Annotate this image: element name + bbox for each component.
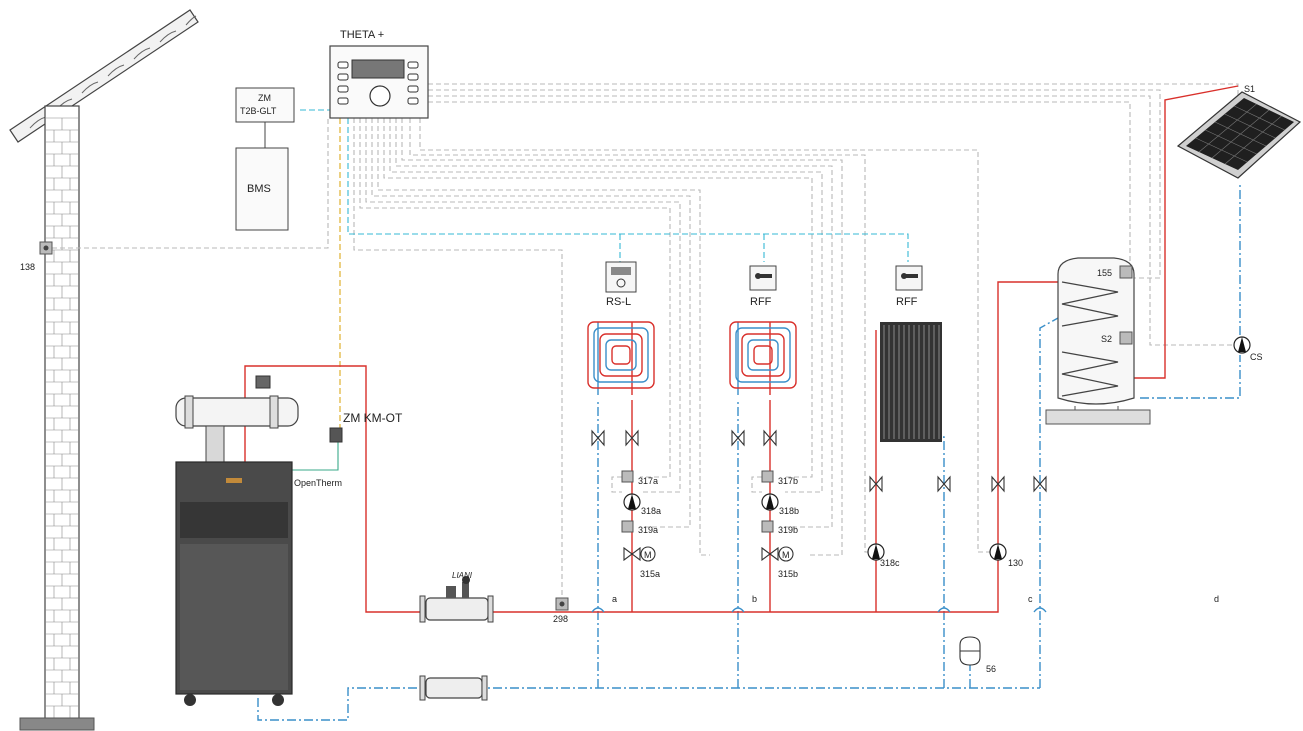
opentherm-link — [292, 442, 339, 471]
expansion-vessel — [959, 636, 981, 666]
sensor-317a-label: 317a — [638, 476, 658, 486]
house-wall — [9, 9, 199, 731]
pumps — [623, 336, 1251, 561]
pump-318a-label: 318a — [641, 506, 661, 516]
pump-318c-label: 318c — [880, 558, 900, 568]
mixer-315b-label: 315b — [778, 569, 798, 579]
expansion-vessel-label: 56 — [986, 664, 996, 674]
zm-glt-module — [235, 87, 295, 123]
zm-glt-label-2: T2B-GLT — [240, 106, 277, 116]
circuit-d-label: d — [1214, 594, 1219, 604]
bms-box — [235, 147, 289, 231]
solar-collector — [1176, 91, 1302, 179]
circuit-sensors — [621, 470, 774, 533]
outdoor-sensor-label: 138 — [20, 262, 35, 272]
isolation-valves — [591, 429, 1047, 493]
room-unit-rs-l — [605, 261, 637, 293]
storage-tank — [1045, 257, 1151, 425]
circuit-b-label: b — [752, 594, 757, 604]
theta-controller — [329, 45, 429, 119]
sensor-wiring — [52, 83, 1250, 598]
mixing-valve-a — [623, 546, 656, 562]
sensor-s2-label: S2 — [1101, 334, 1112, 344]
sensor-319b-label: 319b — [778, 525, 798, 535]
pump-cs-label: CS — [1250, 352, 1263, 362]
underfloor-coil-a — [587, 321, 655, 389]
separator-label: LIANI — [452, 571, 473, 580]
pump-130-label: 130 — [1008, 558, 1023, 568]
pump-318b-label: 318b — [779, 506, 799, 516]
underfloor-coil-b — [729, 321, 797, 389]
boiler — [175, 375, 299, 706]
mixer-a-motor: M — [644, 550, 652, 560]
pipe-crossovers — [591, 607, 1047, 613]
bms-label: BMS — [247, 183, 271, 195]
circuit-a-pipes — [597, 322, 633, 395]
circuit-c-label: c — [1028, 594, 1033, 604]
sensor-319a-label: 319a — [638, 525, 658, 535]
zm-km-ot-module — [329, 427, 343, 443]
room-unit-bus — [300, 109, 909, 262]
room-unit-rs-l-label: RS-L — [606, 296, 631, 308]
mixer-b-motor: M — [782, 550, 790, 560]
return-heat-exchanger — [419, 675, 488, 701]
mixer-315a-label: 315a — [640, 569, 660, 579]
opentherm-label: OpenTherm — [294, 478, 342, 488]
storage-sensors — [1119, 265, 1133, 345]
room-unit-rff-b-label: RFF — [750, 296, 772, 308]
room-unit-rff-c — [895, 265, 923, 291]
hydraulic-separator — [419, 576, 494, 623]
sensor-317b-label: 317b — [778, 476, 798, 486]
radiator — [880, 322, 942, 442]
flow-sensor-298-label: 298 — [553, 614, 568, 624]
circuit-a-label: a — [612, 594, 617, 604]
room-unit-rff-c-label: RFF — [896, 296, 918, 308]
controller-label: THETA + — [340, 29, 384, 41]
zm-glt-label-1: ZM — [258, 93, 271, 103]
sensor-s1-label: S1 — [1244, 84, 1255, 94]
room-unit-rff-b — [749, 265, 777, 291]
zm-km-ot-label: ZM KM-OT — [343, 411, 403, 425]
sensor-155-label: 155 — [1097, 268, 1112, 278]
mixing-valve-b — [761, 546, 794, 562]
